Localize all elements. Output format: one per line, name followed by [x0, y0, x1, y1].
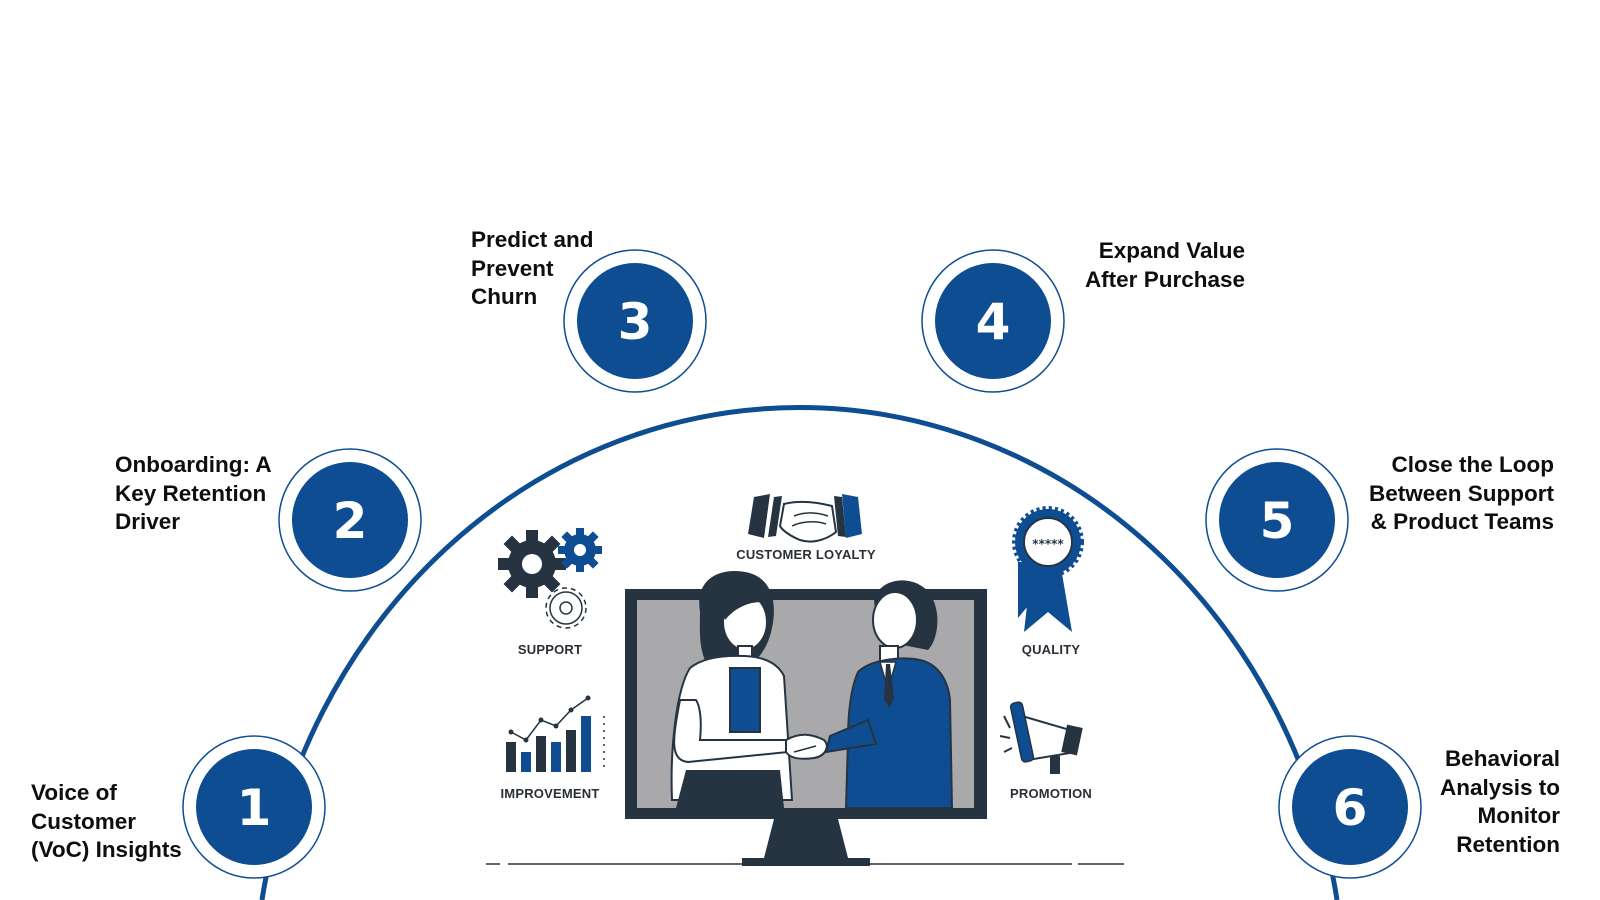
businessman-figure: [824, 580, 954, 809]
improvement-caption: IMPROVEMENT: [501, 786, 600, 801]
step-node-2: 2: [278, 448, 422, 592]
connecting-arc: [259, 405, 1340, 900]
step-number-6: 6: [1333, 779, 1368, 837]
promotion-caption: PROMOTION: [1010, 786, 1092, 801]
support-caption: SUPPORT: [518, 642, 582, 657]
customer-loyalty-caption: CUSTOMER LOYALTY: [736, 547, 876, 562]
gears-icon: SUPPORT: [498, 528, 602, 657]
step-number-3: 3: [618, 293, 653, 351]
step-label-5: Close the Loop Between Support & Product…: [1368, 452, 1554, 534]
step-node-4: 4: [921, 249, 1065, 393]
quality-badge-icon: ***** QUALITY: [1012, 506, 1084, 657]
megaphone-icon: PROMOTION: [999, 701, 1092, 801]
quality-caption: QUALITY: [1022, 642, 1081, 657]
step-number-2: 2: [333, 492, 368, 550]
step-number-1: 1: [237, 779, 272, 837]
step-label-1: Voice of Customer (VoC) Insights: [31, 780, 182, 862]
step-node-5: 5: [1205, 448, 1349, 592]
handshake-illustration: CUSTOMER LOYALTY: [486, 494, 1124, 866]
step-node-1: 1: [182, 735, 326, 879]
step-label-3: Predict and Prevent Churn: [471, 227, 594, 309]
step-node-6: 6: [1278, 735, 1422, 879]
step-node-3: 3: [563, 249, 707, 393]
step-number-4: 4: [976, 293, 1011, 351]
quality-stars: *****: [1032, 537, 1064, 551]
bar-chart-icon: IMPROVEMENT: [501, 695, 605, 801]
businesswoman-figure: [670, 571, 794, 808]
step-label-4: Expand Value After Purchase: [1084, 238, 1245, 292]
center-handshake: [785, 733, 828, 760]
step-label-2: Onboarding: A Key Retention Driver: [115, 452, 272, 534]
step-number-5: 5: [1260, 492, 1295, 550]
customer-loyalty-icon: CUSTOMER LOYALTY: [736, 494, 876, 562]
step-label-6: Behavioral Analysis to Monitor Retention: [1439, 746, 1560, 857]
